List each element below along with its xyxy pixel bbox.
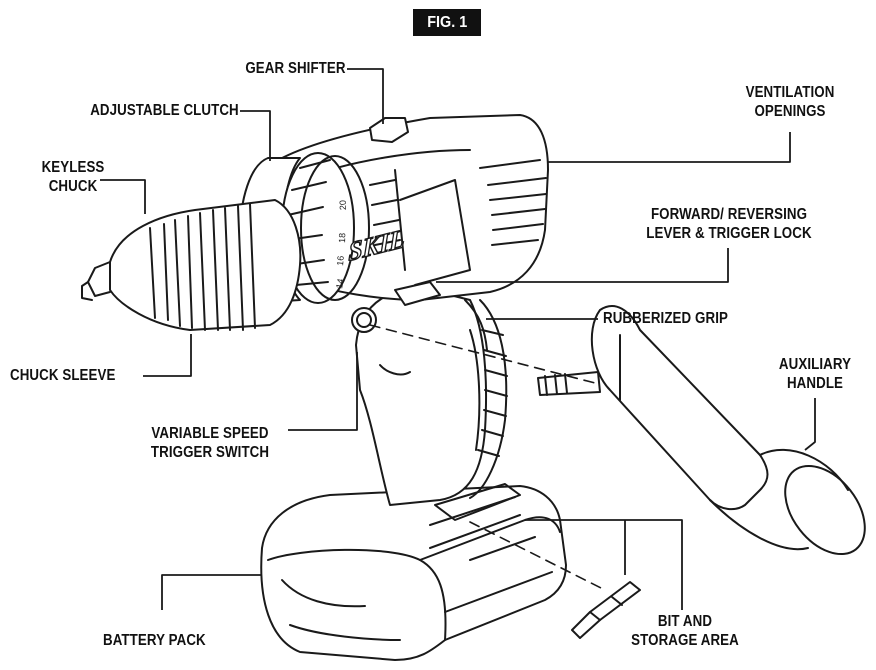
- label-keyless-chuck: KEYLESS CHUCK: [34, 158, 111, 196]
- label-forward-reversing-line-2: LEVER & TRIGGER LOCK: [646, 225, 812, 242]
- auxiliary-handle-illustration: [537, 305, 866, 556]
- label-ventilation-line-1: VENTILATION: [745, 84, 835, 101]
- label-battery-pack: BATTERY PACK: [103, 632, 206, 649]
- label-forward-reversing-line-1: FORWARD/ REVERSING: [650, 206, 808, 223]
- label-auxiliary-line-2: HANDLE: [786, 375, 844, 392]
- label-keyless-chuck-line-2: CHUCK: [48, 178, 98, 195]
- label-variable-speed-trigger: VARIABLE SPEED TRIGGER SWITCH: [133, 424, 288, 462]
- driver-bit-illustration: [571, 581, 641, 639]
- label-chuck-sleeve: CHUCK SLEEVE: [10, 367, 116, 384]
- grip-illustration: [355, 288, 508, 506]
- label-ventilation-line-2: OPENINGS: [754, 103, 826, 120]
- clutch-scale-16: 16: [335, 255, 346, 266]
- battery-pack-illustration: [260, 483, 567, 661]
- label-auxiliary-handle: AUXILIARY HANDLE: [768, 355, 863, 393]
- label-variable-speed-line-1: VARIABLE SPEED: [151, 425, 269, 442]
- chuck-illustration: [81, 199, 302, 331]
- label-keyless-chuck-line-1: KEYLESS: [41, 159, 105, 176]
- figure-title: FIG. 1: [426, 14, 467, 31]
- label-adjustable-clutch: ADJUSTABLE CLUTCH: [90, 102, 239, 119]
- label-bit-storage-line-2: STORAGE AREA: [631, 632, 739, 649]
- label-auxiliary-line-1: AUXILIARY: [778, 356, 852, 373]
- label-rubberized-grip: RUBBERIZED GRIP: [603, 310, 728, 327]
- label-bit-storage-area: BIT AND STORAGE AREA: [629, 612, 741, 650]
- label-bit-storage-line-1: BIT AND: [657, 613, 713, 630]
- figure-title-badge: FIG. 1: [413, 9, 481, 36]
- label-variable-speed-line-2: TRIGGER SWITCH: [150, 444, 270, 461]
- clutch-scale-14: 14: [334, 278, 346, 290]
- clutch-scale-18: 18: [337, 233, 347, 243]
- label-forward-reversing-lever: FORWARD/ REVERSING LEVER & TRIGGER LOCK: [611, 205, 847, 243]
- label-gear-shifter: GEAR SHIFTER: [245, 60, 346, 77]
- clutch-scale-20: 20: [338, 200, 348, 210]
- label-ventilation-openings: VENTILATION OPENINGS: [732, 83, 849, 121]
